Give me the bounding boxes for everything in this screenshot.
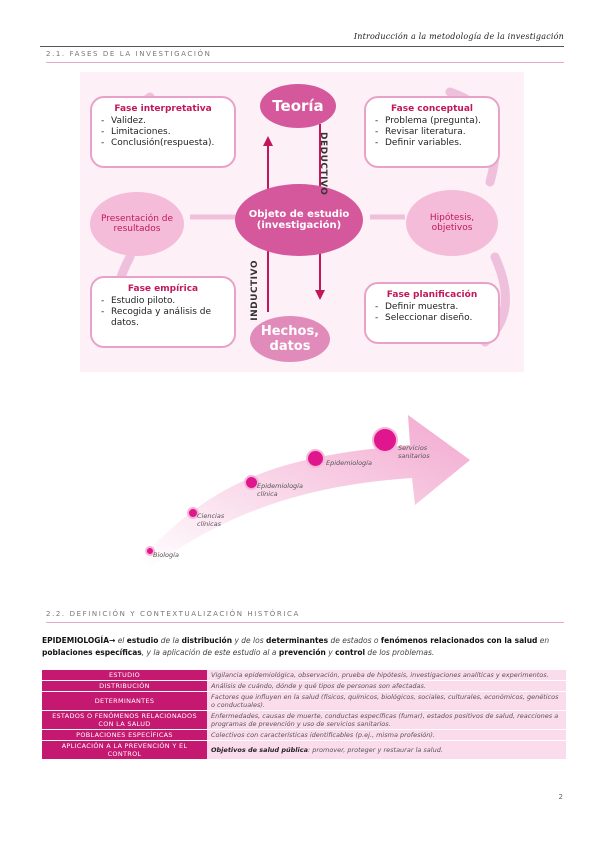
page-number: 2	[558, 793, 563, 801]
table-row: ESTADOS O FENÓMENOS RELACIONADOS CON LA …	[42, 710, 566, 730]
interpretive-item: Conclusión(respuesta).	[101, 138, 226, 149]
header-title: Introducción a la metodología de la inve…	[353, 32, 564, 41]
definition-table: ESTUDIO Vigilancia epidemiológica, obser…	[42, 670, 566, 760]
table-row: ESTUDIO Vigilancia epidemiológica, obser…	[42, 670, 566, 681]
theory-label: Teoría	[272, 97, 324, 115]
table-value: Enfermedades, causas de muerte, conducta…	[207, 710, 566, 730]
table-value: Objetivos de salud pública: promover, pr…	[207, 740, 566, 760]
empirical-phase-box: Fase empírica Estudio piloto. Recogida y…	[90, 276, 236, 348]
step-dot	[187, 507, 199, 519]
phases-diagram: Teoría Objeto de estudio (investigación)…	[80, 72, 524, 372]
conceptual-item: Definir variables.	[375, 138, 490, 149]
table-value-bold: Objetivos de salud pública	[211, 746, 308, 754]
object-oval: Objeto de estudio (investigación)	[235, 184, 363, 256]
growth-arrow	[140, 415, 470, 568]
definition-text: el	[115, 636, 127, 645]
definition-text: y de los	[232, 636, 266, 645]
definition-text: , y la aplicación de este estudio al a	[141, 648, 279, 657]
definition-text: en	[537, 636, 550, 645]
planning-phase-box: Fase planificación Definir muestra. Sele…	[364, 282, 500, 344]
step-label: Biología	[153, 551, 179, 559]
definition-keyword: prevención	[278, 648, 326, 657]
empirical-item: Estudio piloto.	[101, 296, 226, 307]
table-key: DISTRIBUCIÓN	[42, 680, 207, 692]
facts-label: Hechos, datos	[260, 324, 320, 354]
definition-keyword: fenómenos relacionados con la salud	[380, 636, 538, 645]
definition-keyword: determinantes	[266, 636, 329, 645]
empirical-phase-title: Fase empírica	[127, 284, 199, 294]
table-key: ESTADOS O FENÓMENOS RELACIONADOS CON LA …	[42, 710, 207, 730]
definition-keyword: estudio	[126, 636, 159, 645]
interpretive-phase-title: Fase interpretativa	[114, 104, 212, 114]
step-dot	[306, 449, 325, 468]
definition-text: de estados o	[328, 636, 381, 645]
table-value: Análisis de cuándo, dónde y qué tipos de…	[207, 680, 566, 692]
conceptual-item: Revisar literatura.	[375, 127, 490, 138]
hypothesis-oval: Hipótesis, objetivos	[406, 190, 498, 256]
step-dot	[244, 475, 259, 490]
table-row: DISTRIBUCIÓN Análisis de cuándo, dónde y…	[42, 680, 566, 692]
step-label: Servicios sanitarios	[398, 444, 430, 460]
definition-text: de los problemas.	[365, 648, 435, 657]
table-row: APLICACIÓN A LA PREVENCIÓN Y EL CONTROL …	[42, 740, 566, 760]
presentation-oval: Presentación de resultados	[90, 192, 184, 256]
planning-phase-title: Fase planificación	[386, 290, 478, 300]
step-label: Ciencias clínicas	[197, 512, 225, 528]
step-label: Epidemiología clínica	[257, 482, 303, 498]
table-row: POBLACIONES ESPECÍFICAS Colectivos con c…	[42, 729, 566, 741]
object-label: Objeto de estudio (investigación)	[248, 209, 350, 231]
definition-keyword: distribución	[181, 636, 233, 645]
page-header: Introducción a la metodología de la inve…	[40, 30, 564, 47]
step-dot	[372, 427, 398, 453]
table-value: Vigilancia epidemiológica, observación, …	[207, 670, 566, 681]
step-dot	[145, 546, 155, 556]
conceptual-item: Problema (pregunta).	[375, 116, 490, 127]
deductive-label: DEDUCTIVO	[318, 132, 328, 196]
theory-oval: Teoría	[260, 84, 336, 128]
definition-text: y	[325, 648, 336, 657]
definition-paragraph: EPIDEMIOLOGÍA→ el estudio de la distribu…	[42, 635, 564, 659]
table-key: DETERMINANTES	[42, 691, 207, 711]
empirical-item: Recogida y análisis de datos.	[101, 307, 226, 329]
table-value: Colectivos con características identific…	[207, 729, 566, 741]
table-value: Factores que influyen en la salud (físic…	[207, 691, 566, 711]
interpretive-phase-box: Fase interpretativa Validez. Limitacione…	[90, 96, 236, 168]
conceptual-phase-box: Fase conceptual Problema (pregunta). Rev…	[364, 96, 500, 168]
definition-keyword: poblaciones específicas	[42, 648, 142, 657]
table-key: POBLACIONES ESPECÍFICAS	[42, 729, 207, 741]
interpretive-item: Limitaciones.	[101, 127, 226, 138]
section-title-phases: 2.1. FASES DE LA INVESTIGACIÓN	[46, 50, 564, 63]
step-label: Epidemiología	[326, 459, 372, 467]
inductive-label: INDUCTIVO	[250, 260, 260, 321]
presentation-label: Presentación de resultados	[100, 214, 174, 234]
hypothesis-label: Hipótesis, objetivos	[429, 213, 475, 233]
table-value-text: : promover, proteger y restaurar la salu…	[307, 746, 443, 754]
planning-item: Seleccionar diseño.	[375, 313, 490, 324]
table-row: DETERMINANTES Factores que influyen en l…	[42, 691, 566, 711]
definition-term: EPIDEMIOLOGÍA→	[42, 636, 116, 645]
table-key: ESTUDIO	[42, 670, 207, 681]
section-title-definition: 2.2. DEFINICIÓN Y CONTEXTUALIZACIÓN HIST…	[46, 610, 564, 623]
interpretive-item: Validez.	[101, 116, 226, 127]
facts-oval: Hechos, datos	[250, 316, 330, 362]
definition-text: de la	[158, 636, 182, 645]
definition-keyword: control	[335, 648, 366, 657]
conceptual-phase-title: Fase conceptual	[391, 104, 473, 114]
table-key: APLICACIÓN A LA PREVENCIÓN Y EL CONTROL	[42, 740, 207, 760]
planning-item: Definir muestra.	[375, 302, 490, 313]
